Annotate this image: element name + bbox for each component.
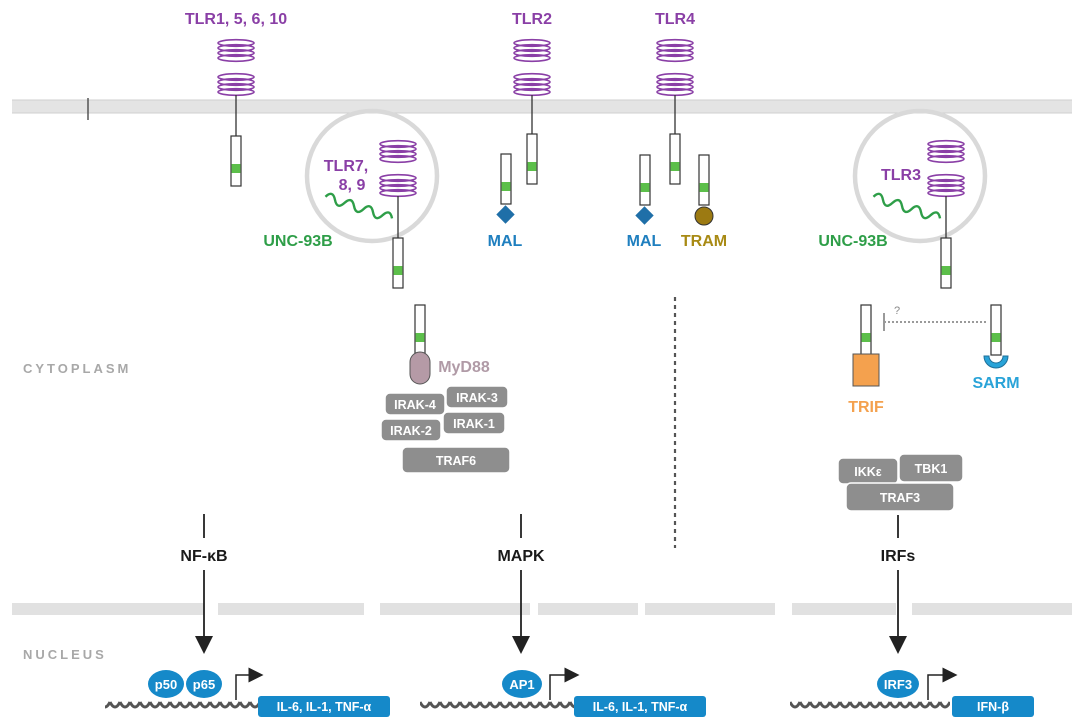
- tss-arrow-1: [235, 667, 264, 700]
- irak1-label: IRAK-1: [453, 417, 495, 431]
- ap1-label: AP1: [509, 677, 534, 692]
- sarm-adaptor: [983, 304, 1009, 369]
- tram-label: TRAM: [681, 233, 727, 250]
- traf3-complex: [837, 453, 964, 512]
- mal-diamond-1: [496, 205, 515, 224]
- nuclear-envelope: [12, 603, 1072, 615]
- traf3-label: TRAF3: [880, 491, 920, 505]
- irak4-box: [384, 392, 446, 416]
- mapk-label: MAPK: [497, 548, 545, 565]
- trif-adaptor: [852, 304, 880, 387]
- tbk1-box: [898, 453, 964, 483]
- unc93b-label-right: UNC-93B: [818, 233, 887, 250]
- traf6-box: [401, 446, 511, 474]
- sarm-label: SARM: [972, 375, 1019, 392]
- nucleus-label: NUCLEUS: [23, 647, 107, 662]
- cytoplasm-label: CYTOPLASM: [23, 361, 131, 376]
- endosome-right: [852, 108, 988, 244]
- tss-arrow-2: [549, 667, 580, 700]
- irak2-label: IRAK-2: [390, 424, 432, 438]
- gene-box-2: [574, 696, 706, 717]
- irf3-label: IRF3: [884, 677, 912, 692]
- mal-label-1: MAL: [488, 233, 523, 250]
- gene-label-3: IFN-β: [977, 700, 1009, 714]
- endosome-left: [304, 108, 440, 244]
- p65-label: p65: [193, 677, 215, 692]
- tlr2-label: TLR2: [512, 11, 552, 28]
- gene-box-1: [258, 696, 390, 717]
- myd88-label: MyD88: [438, 359, 490, 376]
- gene-label-1: IL-6, IL-1, TNF-α: [277, 700, 372, 714]
- tss-arrow-3: [927, 667, 958, 700]
- irak1-box: [442, 411, 506, 435]
- irfs-label: IRFs: [881, 548, 916, 565]
- ap1-factor: [502, 670, 542, 698]
- inhibition-question: ?: [894, 305, 900, 317]
- tlr4-label: TLR4: [655, 11, 695, 28]
- irak-complex: [380, 385, 511, 474]
- gene-box-3: [952, 696, 1034, 717]
- unc93b-label-left: UNC-93B: [263, 233, 332, 250]
- p50-label: p50: [155, 677, 177, 692]
- mal-diamond-2: [635, 206, 654, 225]
- p50-factor: [148, 670, 184, 698]
- tlr4-receptor: [635, 38, 714, 226]
- irak4-label: IRAK-4: [394, 398, 436, 412]
- traf6-label: TRAF6: [436, 454, 476, 468]
- ikke-label: IKKε: [854, 465, 882, 479]
- tlr1-receptor: [217, 38, 255, 187]
- tlr1-label: TLR1, 5, 6, 10: [185, 11, 287, 28]
- tram-knob: [694, 206, 714, 226]
- nfkb-label: NF-κB: [180, 548, 227, 565]
- dna-strand-1: [105, 699, 265, 713]
- tlr2-receptor: [496, 38, 551, 224]
- sarm-inhibition: [883, 313, 988, 331]
- dna-strand-3: [790, 699, 950, 713]
- mal-label-2: MAL: [627, 233, 662, 250]
- irak2-box: [380, 418, 442, 442]
- irak3-box: [445, 385, 509, 409]
- irf3-factor: [877, 670, 919, 698]
- irak3-label: IRAK-3: [456, 391, 498, 405]
- unc93b-coil-left: [324, 192, 394, 220]
- tlr7-label-line1: TLR7,: [324, 158, 368, 175]
- plasma-membrane: [12, 98, 1072, 120]
- tlr3-label: TLR3: [881, 167, 921, 184]
- p65-factor: [186, 670, 222, 698]
- gene-label-2: IL-6, IL-1, TNF-α: [593, 700, 688, 714]
- myd88-adaptor: [409, 304, 431, 385]
- trif-label: TRIF: [848, 399, 884, 416]
- unc93b-coil-right: [872, 192, 942, 220]
- tbk1-label: TBK1: [915, 462, 948, 476]
- tlr7-label-line2: 8, 9: [339, 177, 366, 194]
- tlr7-receptor: [379, 139, 417, 289]
- tlr3-receptor: [927, 139, 965, 289]
- dna-strand-2: [420, 699, 580, 713]
- traf3-box: [845, 482, 955, 512]
